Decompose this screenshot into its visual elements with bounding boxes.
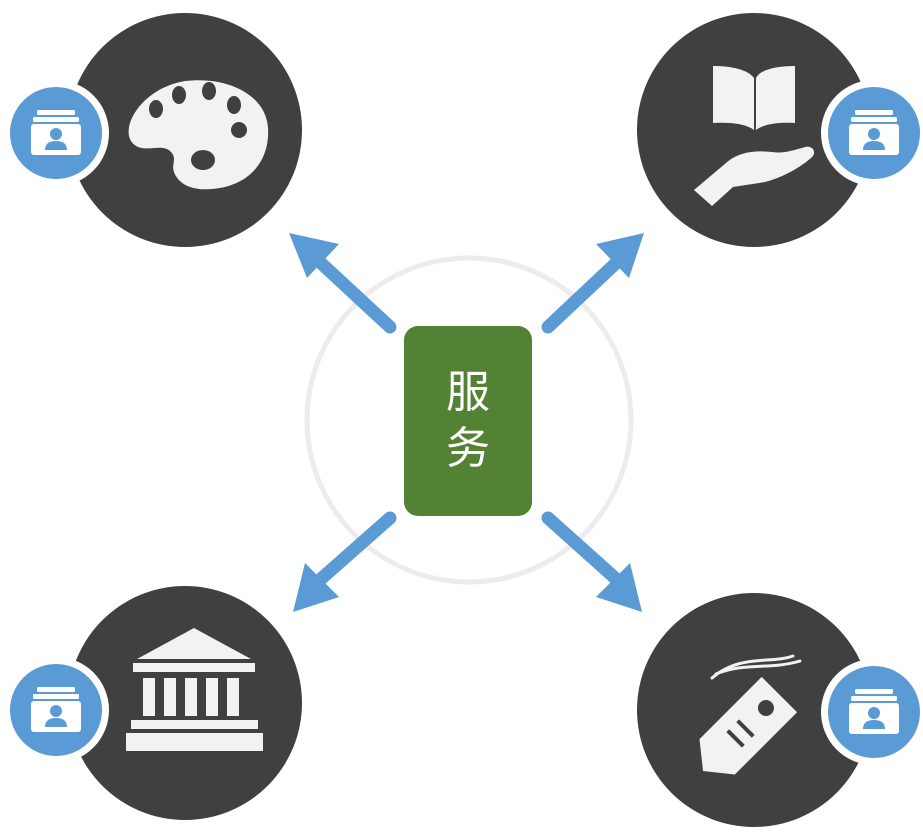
- background-ring: [304, 255, 634, 585]
- contact-card-icon: [3, 657, 109, 763]
- node-top-right: [637, 13, 923, 247]
- contact-card-icon: [821, 659, 923, 765]
- book-in-hand-icon: [694, 66, 815, 206]
- center-box: [404, 326, 532, 516]
- price-tag-icon: [699, 654, 802, 775]
- node-bottom-right: [637, 593, 923, 827]
- arrow-bottom-right: [541, 511, 642, 612]
- node-top-left: [3, 13, 302, 247]
- arrow-bottom-left: [293, 511, 397, 612]
- museum-building-icon: [126, 628, 263, 751]
- contact-card-icon: [3, 80, 109, 186]
- contact-card-icon: [821, 80, 923, 186]
- arrow-top-left: [289, 233, 397, 334]
- palette-icon: [128, 80, 269, 190]
- arrow-top-right: [541, 233, 644, 334]
- node-bottom-left: [3, 586, 302, 820]
